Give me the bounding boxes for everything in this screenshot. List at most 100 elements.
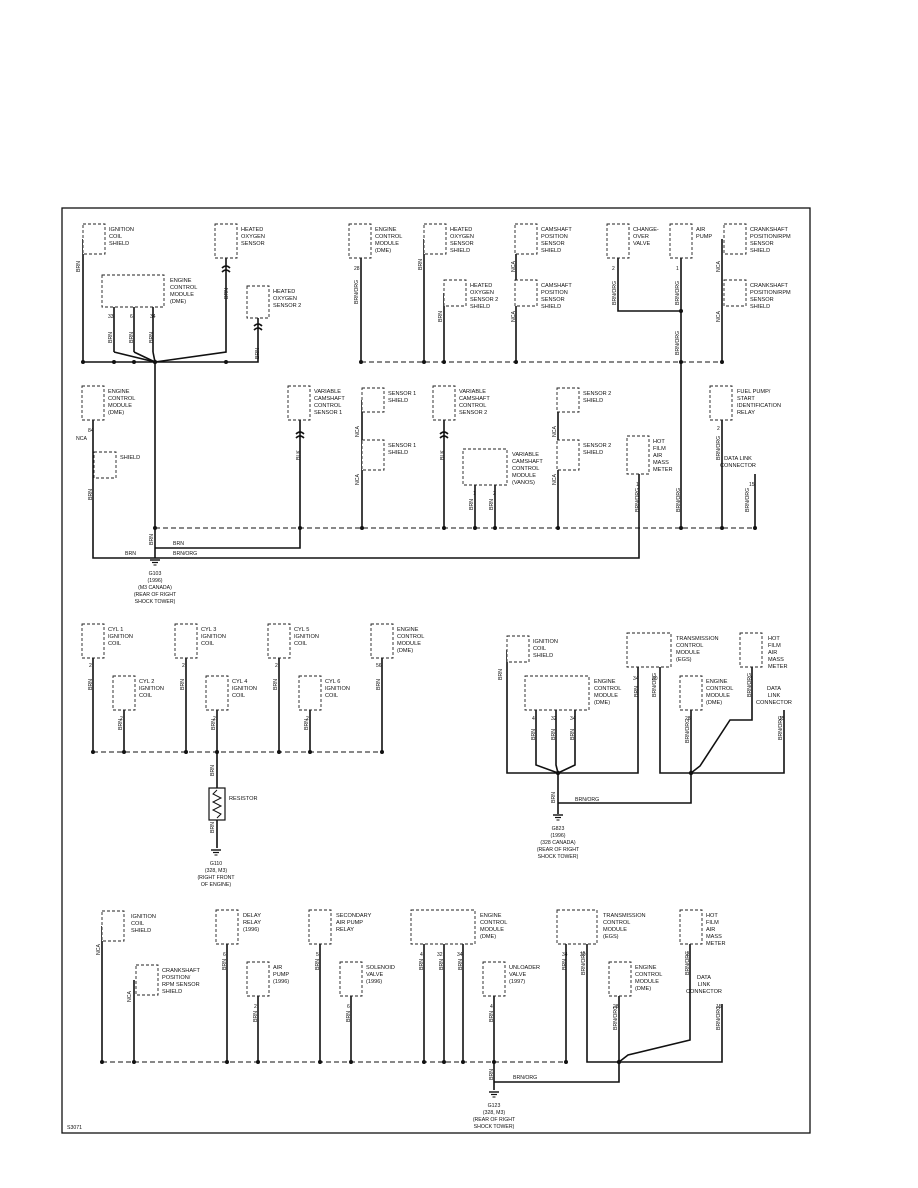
component-label-line: HOT bbox=[768, 636, 780, 642]
component-label-line: SENSOR bbox=[450, 241, 474, 247]
component-label-line: VARIABLE bbox=[459, 389, 486, 395]
component-label-line: PUMP bbox=[696, 234, 712, 240]
component-label-line: ENGINE bbox=[594, 679, 616, 685]
pin-number: 1 bbox=[686, 952, 689, 958]
figure-id: S3071 bbox=[67, 1125, 82, 1131]
component-label-line: MODULE bbox=[480, 927, 504, 933]
pin-number: 32 bbox=[551, 716, 557, 722]
ground-label-line: (1996) bbox=[148, 578, 163, 584]
component-label-line: SENSOR 1 bbox=[314, 410, 342, 416]
component-box bbox=[556, 387, 580, 413]
wire-color-label: BRN bbox=[253, 1011, 259, 1022]
component-label-line: (VANOS) bbox=[512, 480, 535, 486]
component-label-line: POSITION/ bbox=[162, 975, 191, 981]
component-label-line: METER bbox=[706, 941, 726, 947]
component-box bbox=[524, 675, 590, 711]
wire-color-label: NCA bbox=[355, 426, 361, 437]
component-label-line: CONTROL bbox=[397, 634, 424, 640]
component-label-line: IGNITION bbox=[232, 686, 257, 692]
component-box bbox=[514, 223, 538, 255]
component-box bbox=[669, 223, 693, 259]
wire-color-label: BRN bbox=[376, 679, 382, 690]
connector-label-line: DATA bbox=[767, 686, 781, 692]
connector-label-line: CONNECTOR bbox=[686, 989, 722, 995]
component-label-line: IGNITION bbox=[109, 227, 134, 233]
component-label-line: CAMSHAFT bbox=[541, 227, 572, 233]
component-label-line: AIR bbox=[696, 227, 705, 233]
wire-color-label: BRN/ORG bbox=[581, 951, 587, 975]
component-c20: SHIELD bbox=[93, 451, 140, 479]
pin-number: 4 bbox=[532, 716, 535, 722]
component-label-line: HOT bbox=[706, 913, 718, 919]
wires bbox=[82, 239, 785, 1090]
component-label-line: RPM SENSOR bbox=[162, 982, 200, 988]
component-box bbox=[298, 675, 322, 711]
component-label-line: START bbox=[737, 396, 755, 402]
wire-color-label: BRN bbox=[88, 679, 94, 690]
pin-number: 34 bbox=[562, 952, 568, 958]
pin-number: 2 bbox=[717, 426, 720, 432]
component-label-line: VALVE bbox=[509, 972, 526, 978]
wire-color-label: BRN bbox=[255, 348, 261, 359]
ground-label-line: SHOCK TOWER) bbox=[474, 1124, 515, 1130]
resistor: RESISTOR bbox=[208, 787, 258, 821]
component-label-line: COIL bbox=[294, 641, 307, 647]
pin-number: 2 bbox=[306, 716, 309, 722]
ground-label-line: (328 CANADA) bbox=[540, 840, 575, 846]
component-label-line: RELAY bbox=[336, 927, 354, 933]
connector-label-line: DATA LINK bbox=[724, 456, 752, 462]
component-label-line: ENGINE bbox=[170, 278, 192, 284]
component-label-line: SECONDARY bbox=[336, 913, 372, 919]
component-label-line: OXYGEN bbox=[273, 296, 297, 302]
pin-number: 15 bbox=[779, 716, 785, 722]
component-label-line: CONTROL bbox=[314, 403, 341, 409]
component-box bbox=[556, 909, 598, 945]
ground-label-line: (M3 CANADA) bbox=[138, 585, 172, 591]
component-box bbox=[606, 223, 630, 259]
component-label-line: CAMSHAFT bbox=[314, 396, 345, 402]
component-box bbox=[410, 909, 476, 945]
pin-number: 4 bbox=[420, 952, 423, 958]
component-box bbox=[82, 223, 106, 255]
wire-color-label: BRN/ORG bbox=[513, 1075, 537, 1081]
component-box bbox=[370, 623, 394, 659]
wire-color-label: NCA bbox=[76, 436, 87, 442]
pin-number: 56 bbox=[376, 663, 382, 669]
pin-number: 28 bbox=[685, 716, 691, 722]
pin-number: 1 bbox=[750, 676, 753, 682]
component-label-line: CHANGE- bbox=[633, 227, 659, 233]
pin-number: 2 bbox=[89, 663, 92, 669]
component-label-line: CRANKSHAFT bbox=[162, 968, 200, 974]
wire-color-label: BRN bbox=[315, 959, 321, 970]
component-box bbox=[267, 623, 291, 659]
component-label-line: COIL bbox=[139, 693, 152, 699]
component-box bbox=[348, 223, 372, 259]
wire-color-label: BLK bbox=[296, 450, 302, 460]
component-label-line: VALVE bbox=[366, 972, 383, 978]
component-label-line: CYL 2 bbox=[139, 679, 154, 685]
wire-color-label: BRN bbox=[570, 729, 576, 740]
pin-number: 84 bbox=[88, 428, 94, 434]
